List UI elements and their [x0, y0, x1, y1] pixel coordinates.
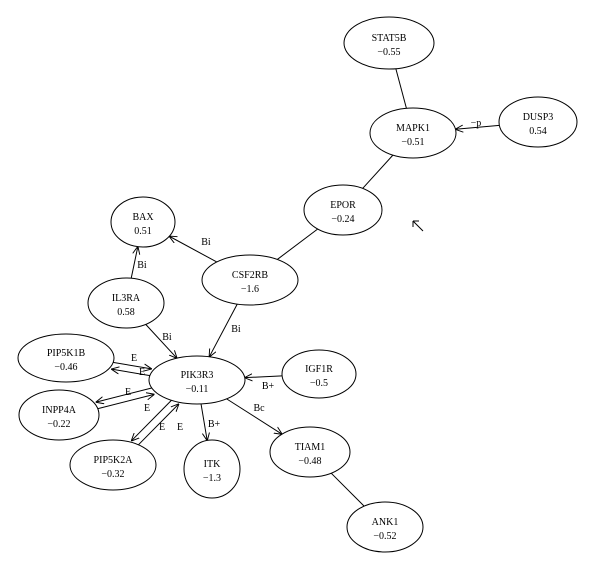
node-itk: ITK −1.3 [183, 439, 241, 499]
edge-label: Bc [253, 403, 265, 414]
node-value: −1.3 [203, 473, 221, 484]
edge-csf2rb-to-pik3r3 [209, 303, 238, 357]
node-name: MAPK1 [396, 123, 430, 134]
edge-pik3r3-to-pip5k1b [112, 369, 152, 377]
node-ellipse [269, 426, 351, 478]
node-mapk1: MAPK1 −0.51 [369, 107, 457, 159]
edge-pik3r3-to-tiam1 [226, 398, 282, 434]
edge-pip5k1b-to-pik3r3 [111, 361, 152, 369]
node-tiam1: TIAM1 −0.48 [269, 426, 351, 478]
node-ellipse [87, 277, 165, 329]
node-pip5k2a: PIP5K2A −0.32 [69, 439, 157, 491]
edge-label: E [144, 403, 150, 414]
edge-label: B+ [208, 419, 221, 430]
node-value: 0.58 [117, 307, 135, 318]
edge-il3ra-to-bax [130, 247, 138, 279]
node-ellipse [69, 439, 157, 491]
node-ellipse [183, 439, 241, 499]
node-name: IGF1R [305, 364, 333, 375]
node-name: EPOR [330, 200, 356, 211]
node-ellipse [346, 501, 424, 553]
edge-label: B+ [262, 381, 275, 392]
node-inpp4a: INPP4A −0.22 [18, 389, 100, 441]
node-ellipse [148, 355, 246, 405]
node-value: −0.46 [54, 362, 77, 373]
edge-igf1r-to-pik3r3 [245, 376, 283, 378]
node-value: −0.5 [310, 378, 328, 389]
node-value: −0.55 [377, 47, 400, 58]
node-ellipse [343, 16, 435, 70]
node-ellipse [281, 349, 357, 399]
edge-label: Bi [201, 237, 211, 248]
edge-label: Bi [231, 324, 241, 335]
node-value: −0.32 [101, 469, 124, 480]
node-value: −0.48 [298, 456, 321, 467]
node-value: 0.51 [134, 226, 152, 237]
node-ellipse [498, 96, 578, 148]
edge-label: E [177, 422, 183, 433]
edge-label: E [131, 353, 137, 364]
node-csf2rb: CSF2RB −1.6 [201, 254, 299, 306]
node-name: PIK3R3 [181, 370, 214, 381]
node-name: CSF2RB [232, 270, 268, 281]
edge-label: Bi [162, 332, 172, 343]
arrow-pointer-icon [412, 220, 424, 232]
node-ank1: ANK1 −0.52 [346, 501, 424, 553]
node-epor: EPOR −0.24 [303, 184, 383, 236]
node-value: −0.24 [331, 214, 354, 225]
node-value: −1.6 [241, 284, 259, 295]
node-value: −0.51 [401, 137, 424, 148]
node-pip5k1b: PIP5K1B −0.46 [17, 333, 115, 383]
node-ellipse [18, 389, 100, 441]
node-name: BAX [132, 212, 154, 223]
edge-pip5k2a-to-pik3r3 [137, 404, 178, 447]
node-ellipse [201, 254, 299, 306]
node-bax: BAX 0.51 [110, 196, 176, 248]
edge-dusp3-to-mapk1 [456, 125, 500, 129]
node-name: DUSP3 [523, 112, 554, 123]
edge-label: E [159, 422, 165, 433]
node-il3ra: IL3RA 0.58 [87, 277, 165, 329]
edge-label: −p [471, 118, 482, 129]
node-name: ITK [204, 459, 221, 470]
node-name: STAT5B [372, 33, 407, 44]
edge-pik3r3-to-inpp4a [96, 386, 155, 402]
node-name: PIP5K2A [94, 455, 134, 466]
edge-pik3r3-to-itk [200, 403, 207, 441]
edge-label: E [125, 387, 131, 398]
node-value: −0.52 [373, 531, 396, 542]
node-value: 0.54 [529, 126, 547, 137]
edge-epor-to-mapk1 [362, 154, 394, 189]
edges-layer [95, 68, 500, 507]
node-ellipse [303, 184, 383, 236]
node-ellipse [110, 196, 176, 248]
edge-csf2rb-to-bax [169, 236, 217, 263]
node-pik3r3: PIK3R3 −0.11 [148, 355, 246, 405]
node-name: IL3RA [112, 293, 141, 304]
node-dusp3: DUSP3 0.54 [498, 96, 578, 148]
edge-inpp4a-to-pik3r3 [95, 394, 154, 410]
node-name: INPP4A [42, 405, 77, 416]
node-name: PIP5K1B [47, 348, 86, 359]
node-name: ANK1 [372, 517, 399, 528]
edge-il3ra-to-pik3r3 [145, 324, 177, 358]
node-value: −0.22 [47, 419, 70, 430]
edge-csf2rb-to-epor [277, 228, 319, 260]
edge-stat5b-to-mapk1 [395, 68, 407, 109]
node-name: TIAM1 [295, 442, 326, 453]
node-igf1r: IGF1R −0.5 [281, 349, 357, 399]
edge-pik3r3-to-pip5k2a [131, 398, 174, 441]
node-ellipse [17, 333, 115, 383]
edge-label: E [139, 367, 145, 378]
edge-label: Bi [137, 260, 147, 271]
edge-ank1-to-tiam1 [330, 472, 365, 507]
nodes-layer: STAT5B−0.55MAPK1−0.51DUSP30.54EPOR−0.24B… [17, 16, 578, 553]
node-ellipse [369, 107, 457, 159]
node-stat5b: STAT5B −0.55 [343, 16, 435, 70]
node-value: −0.11 [186, 384, 209, 395]
